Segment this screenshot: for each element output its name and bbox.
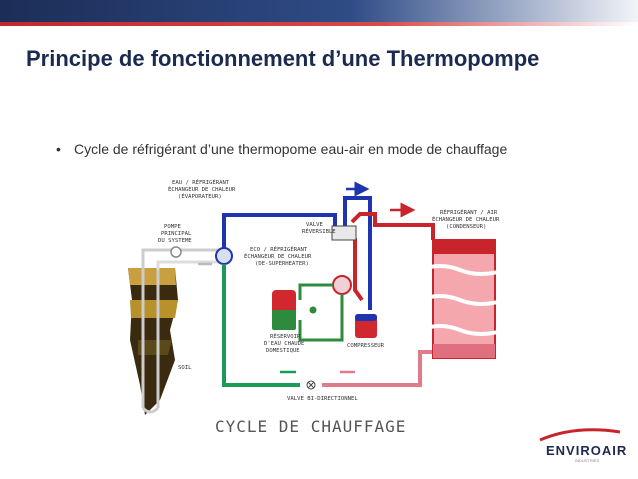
condenser-coil-icon <box>419 239 506 359</box>
main-pump-icon <box>170 246 182 258</box>
dhw-loop-out <box>298 283 333 300</box>
brand-swoosh-icon <box>539 428 621 442</box>
suction-line <box>343 196 372 310</box>
evaporator-label-3: (ÉVAPORATEUR) <box>178 192 222 200</box>
desuperheater-label-2: ÉCHANGEUR DE CHALEUR <box>244 252 312 260</box>
bullet-item: • Cycle de réfrigérant d’une thermopome e… <box>56 141 507 157</box>
bullet-dot-icon: • <box>56 141 61 157</box>
compressor-label: COMPRESSEUR <box>347 343 385 349</box>
top-decorative-band <box>0 0 638 26</box>
condenser-label-3: (CONDENSEUR) <box>446 224 486 230</box>
condenser-label-2: ÉCHANGEUR DE CHALEUR <box>432 215 500 223</box>
tank-label-1: RÉSERVOIR <box>270 332 301 340</box>
dhw-pump-icon <box>309 306 317 314</box>
reversing-valve-icon <box>331 225 357 241</box>
compressor-icon <box>355 314 377 338</box>
condenser-label-1: RÉFRIGÉRANT / AIR <box>440 208 498 216</box>
soil-label: SOIL <box>178 365 192 371</box>
cold-line-top <box>222 213 337 248</box>
evaporator-icon <box>215 247 233 265</box>
ground-borehole: SOIL <box>128 268 192 415</box>
warm-line-bottom <box>322 350 433 387</box>
valve-reversible-label-1: VALVE <box>306 222 323 228</box>
discharge-line <box>353 238 364 302</box>
bidirectional-valve-label: VALVE BI-DIRECTIONNEL <box>287 396 358 402</box>
brand-logo-subtext: INDUSTRIES <box>575 458 600 463</box>
ground-loop-return <box>156 260 230 270</box>
evaporator-label-2: ÉCHANGEUR DE CHALEUR <box>168 185 236 193</box>
slide-title: Principe de fonctionnement d’une Thermop… <box>26 46 540 71</box>
valve-reversible-label-2: RÉVERSIBLE <box>302 227 336 235</box>
tank-label-2: D'EAU CHAUDE <box>264 341 305 347</box>
evaporator-label-1: EAU / RÉFRIGÉRANT <box>172 178 230 186</box>
liquid-line-bottom <box>222 264 300 387</box>
desuperheater-label-3: (DE-SUPERHEATER) <box>255 261 309 267</box>
desuperheater-label-1: ECO / RÉFRIGÉRANT <box>250 245 308 253</box>
pump-label-1: POMPE <box>164 224 181 230</box>
hot-line-top <box>350 212 435 240</box>
brand-logo-text: ENVIROAIR <box>546 443 628 458</box>
diagram-caption: CYCLE DE CHAUFFAGE <box>215 417 406 436</box>
bidirectional-valve-icon <box>306 380 316 390</box>
pump-label-2: PRINCIPAL <box>161 231 192 237</box>
hot-water-tank-icon <box>272 290 296 330</box>
dhw-loop-in <box>298 294 344 342</box>
pump-label-3: DU SYSTEME <box>158 238 192 244</box>
ground-loop-supply <box>141 248 230 270</box>
tank-label-3: DOMESTIQUE <box>266 348 300 354</box>
desuperheater-icon <box>332 275 352 295</box>
bullet-text: Cycle de réfrigérant d’une thermopome ea… <box>74 141 508 157</box>
